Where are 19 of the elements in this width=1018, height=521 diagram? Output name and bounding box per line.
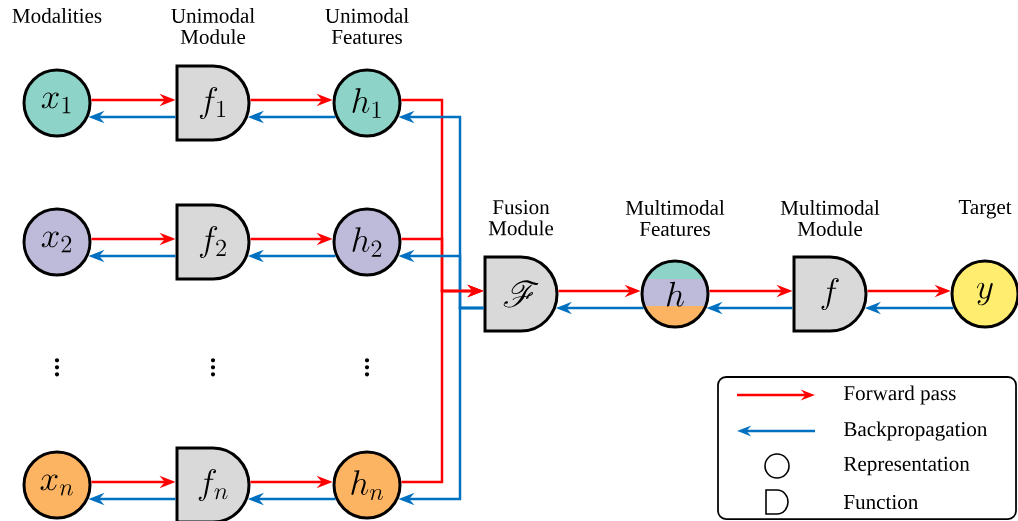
ellipsis-dots: $\vdots$	[364, 358, 370, 377]
ellipsis-dots: $\vdots$	[210, 358, 216, 377]
ellipsis-dots: $\vdots$	[54, 358, 60, 377]
function-block: $f_2$	[175, 203, 251, 281]
function-block: $\mathscr{F}$	[483, 255, 559, 333]
function-block: $f_1$	[175, 64, 251, 142]
heading-text: Unimodal Module	[171, 8, 255, 44]
heading-text: Target	[958, 200, 1012, 219]
heading-text: Multimodal Features	[625, 200, 725, 236]
heading-text: Modalities	[12, 8, 102, 23]
heading-text: Unimodal Features	[325, 8, 409, 44]
legend-text: Function	[843, 494, 918, 510]
legend-text: Forward pass	[843, 385, 956, 405]
function-block: $f$	[792, 255, 868, 333]
function-block: $f_n$	[175, 446, 251, 521]
heading-text: Multimodal Module	[780, 200, 880, 236]
legend-text: Representation	[843, 456, 970, 476]
heading-text: Fusion Module	[488, 200, 554, 236]
legend-text: Backpropagation	[843, 421, 988, 441]
